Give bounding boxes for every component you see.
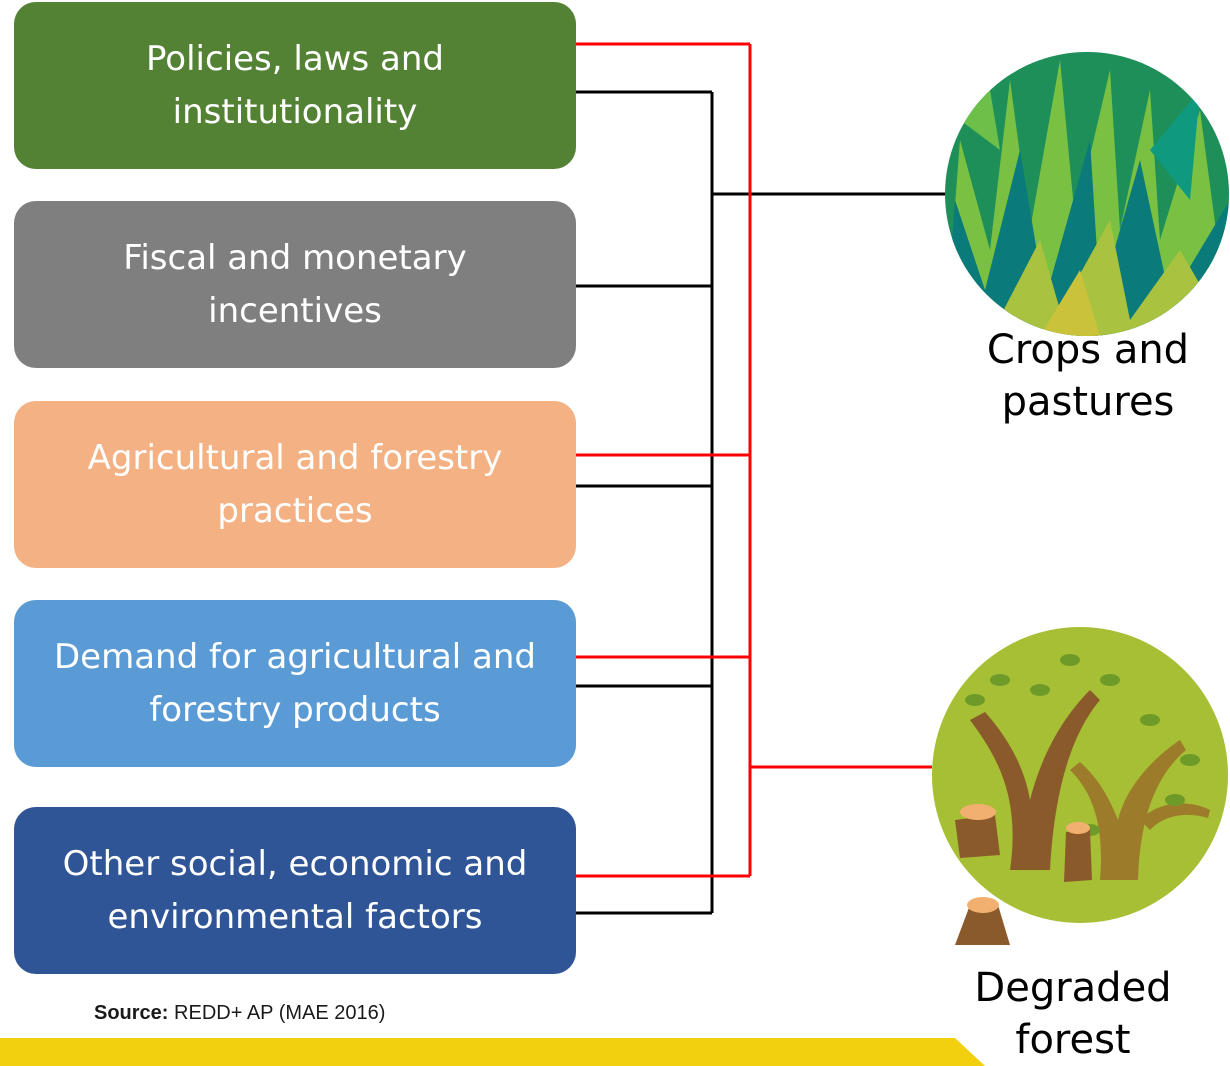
driver-label-policies: Policies, laws and institutionality	[146, 38, 444, 132]
driver-box-practices: Agricultural and forestry practices	[14, 401, 576, 568]
driver-box-other-factors: Other social, economic and environmental…	[14, 807, 576, 974]
footer-bar	[0, 1038, 985, 1066]
black-connectors	[576, 90, 945, 915]
red-connectors	[576, 42, 932, 878]
source-citation: Source: REDD+ AP (MAE 2016)	[94, 1002, 385, 1025]
driver-box-policies: Policies, laws and institutionality	[14, 2, 576, 169]
driver-label-demand: Demand for agricultural and forestry pro…	[54, 636, 536, 730]
outcome-label-degraded-forest: Degraded forest	[974, 965, 1172, 1063]
driver-label-practices: Agricultural and forestry practices	[87, 437, 503, 531]
driver-label-fiscal: Fiscal and monetary incentives	[123, 237, 467, 331]
source-prefix: Source:	[94, 1002, 169, 1024]
driver-label-other-factors: Other social, economic and environmental…	[62, 843, 528, 937]
outcome-label-crops: Crops and pastures	[986, 327, 1190, 425]
source-text: REDD+ AP (MAE 2016)	[174, 1002, 386, 1024]
grass-icon	[945, 52, 1229, 336]
driver-box-fiscal: Fiscal and monetary incentives	[14, 201, 576, 368]
driver-box-demand: Demand for agricultural and forestry pro…	[14, 600, 576, 767]
tree-stump-icon	[932, 627, 1228, 945]
